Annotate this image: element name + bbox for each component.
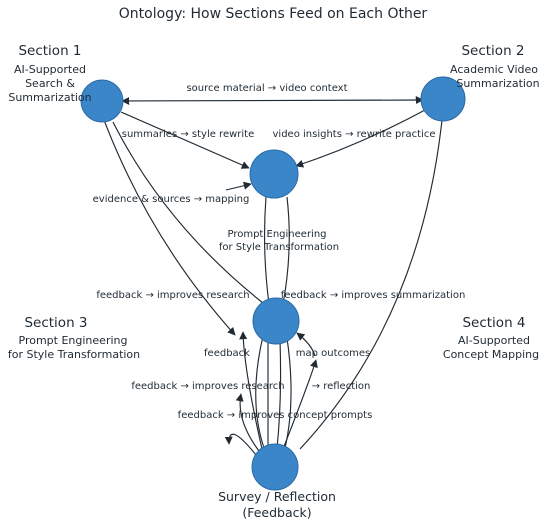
section-3-line-2: for Style Transformation xyxy=(8,348,140,361)
style-node-label-line-1: Prompt Engineering xyxy=(227,229,326,240)
section-1-heading: Section 1 xyxy=(18,43,81,59)
edge-section1-style-node xyxy=(120,111,250,169)
diagram-title: Ontology: How Sections Feed on Each Othe… xyxy=(119,6,428,22)
edge-evidence-style-node xyxy=(225,181,252,191)
edge-survey-reflection-up xyxy=(282,359,318,450)
node-style-transformation[interactable] xyxy=(249,149,299,199)
nodes xyxy=(80,76,466,491)
edges xyxy=(103,95,443,456)
edge-label-reflection: → reflection xyxy=(312,381,371,392)
edge-label-feedback: feedback xyxy=(204,348,250,359)
edge-label-map-outcomes: map outcomes xyxy=(296,348,371,359)
node-feedback-hub[interactable] xyxy=(252,297,300,345)
edge-label-feedback-research-bottom: feedback → improves research xyxy=(131,381,284,392)
edge-map-outcomes-feedback xyxy=(296,332,316,357)
edge-label-feedback-research-top: feedback → improves research xyxy=(96,290,249,301)
edge-survey-feedback-up-2 xyxy=(239,331,263,450)
section-1-line-2: Search & xyxy=(25,77,75,90)
section-4-heading: Section 4 xyxy=(462,315,525,331)
edge-section1-feedback-node-b xyxy=(112,121,264,304)
section-4-label: Section 4 AI-Supported Concept Mapping xyxy=(443,315,539,361)
section-2-heading: Section 2 xyxy=(461,43,524,59)
edge-section1-feedback-node-a xyxy=(103,119,236,336)
section-2-label: Section 2 Academic Video Summarization xyxy=(450,43,540,90)
edge-label-source-video: source material → video context xyxy=(186,83,347,94)
edge-label-feedback-concept: feedback → improves concept prompts xyxy=(178,410,373,421)
node-section1[interactable] xyxy=(80,79,124,123)
edge-label-evidence-mapping: evidence & sources → mapping xyxy=(93,194,250,205)
section-1-line-3: Summarization xyxy=(8,91,91,104)
section-3-label: Section 3 Prompt Engineering for Style T… xyxy=(8,315,140,361)
node-section2[interactable] xyxy=(420,76,466,122)
edge-label-feedback-summarization: feedback → improves summarization xyxy=(281,290,466,301)
edge-survey-feedback-up-3 xyxy=(224,433,257,456)
edge-survey-feedback-up-1 xyxy=(235,393,260,452)
section-4-line-1: AI-Supported xyxy=(458,334,530,347)
section-1-label: Section 1 AI-Supported Search & Summariz… xyxy=(8,43,91,104)
edge-section2-style-node xyxy=(295,109,426,168)
section-1-line-1: AI-Supported xyxy=(14,63,86,76)
edge-section1-section2 xyxy=(121,95,424,106)
section-2-line-2: Summarization xyxy=(456,77,539,90)
node-survey-reflection[interactable] xyxy=(251,443,299,491)
style-node-label-line-2: for Style Transformation xyxy=(219,242,339,253)
edge-label-video-insights: video insights → rewrite practice xyxy=(273,129,436,140)
edge-style-feedback-left xyxy=(263,196,270,305)
section-2-line-1: Academic Video xyxy=(450,63,538,76)
section-3-heading: Section 3 xyxy=(24,315,87,331)
edge-feedback-survey-1 xyxy=(255,335,265,449)
survey-node-label-line-1: Survey / Reflection xyxy=(218,489,336,504)
section-4-line-2: Concept Mapping xyxy=(443,348,539,361)
edge-label-summaries-style: summaries → style rewrite xyxy=(122,129,255,140)
edge-feedback-survey-3 xyxy=(276,339,282,449)
edge-style-feedback-right xyxy=(282,196,290,305)
survey-node-label-line-2: (Feedback) xyxy=(242,505,311,520)
edge-section2-survey-node xyxy=(299,119,443,450)
section-3-line-1: Prompt Engineering xyxy=(19,334,128,347)
